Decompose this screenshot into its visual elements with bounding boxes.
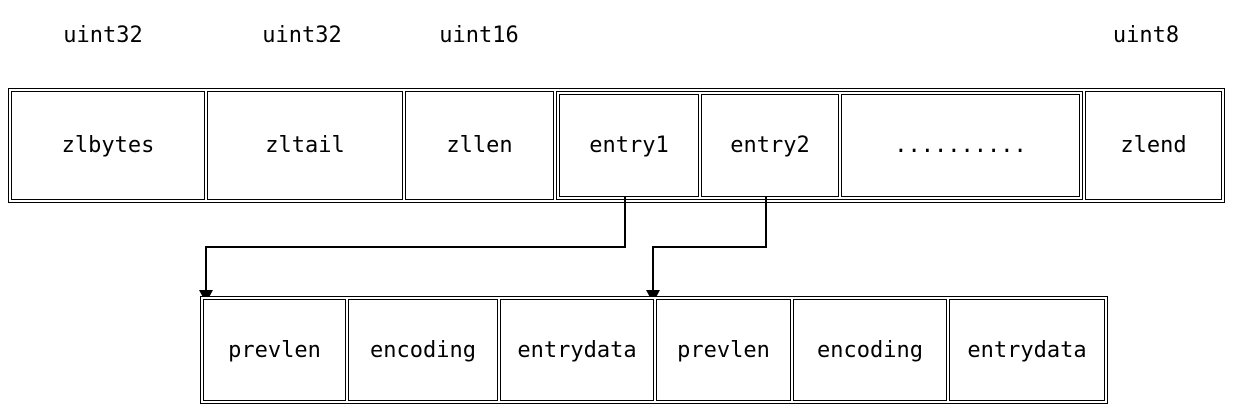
cell-entrydata-2: entrydata	[949, 299, 1105, 401]
ziplist-main-row: zlbytes zltail zllen entry1 entry2 .....…	[8, 88, 1225, 203]
cell-zllen: zllen	[405, 91, 554, 200]
cell-entry1: entry1	[559, 94, 699, 197]
cell-prevlen-2: prevlen	[656, 299, 791, 401]
entry-detail-row: prevlen encoding entrydata prevlen encod…	[200, 296, 1108, 404]
connector-entry1-horizontal	[205, 246, 626, 248]
cell-entries-ellipsis: ..........	[841, 94, 1080, 197]
type-label-uint32-zlbytes: uint32	[63, 23, 143, 48]
connector-entry2-horizontal	[652, 246, 767, 248]
connector-entry1-stub	[624, 196, 626, 248]
connector-entry2-stub	[765, 196, 767, 248]
cell-zltail: zltail	[207, 91, 403, 200]
cell-entry2: entry2	[701, 94, 839, 197]
connector-entry2-drop	[652, 246, 654, 292]
type-label-uint16-zllen: uint16	[439, 23, 519, 48]
cell-encoding-2: encoding	[793, 299, 947, 401]
type-label-uint8-zlend: uint8	[1112, 23, 1180, 48]
type-label-uint32-zltail: uint32	[262, 23, 342, 48]
cell-zlbytes: zlbytes	[11, 91, 205, 200]
cell-prevlen-1: prevlen	[203, 299, 346, 401]
cell-entrydata-1: entrydata	[500, 299, 654, 401]
cell-encoding-1: encoding	[348, 299, 498, 401]
entries-group: entry1 entry2 ..........	[556, 91, 1083, 200]
cell-zlend: zlend	[1085, 91, 1222, 200]
connector-entry1-drop	[205, 246, 207, 292]
entries-group-cell: entry1 entry2 ..........	[556, 91, 1083, 200]
